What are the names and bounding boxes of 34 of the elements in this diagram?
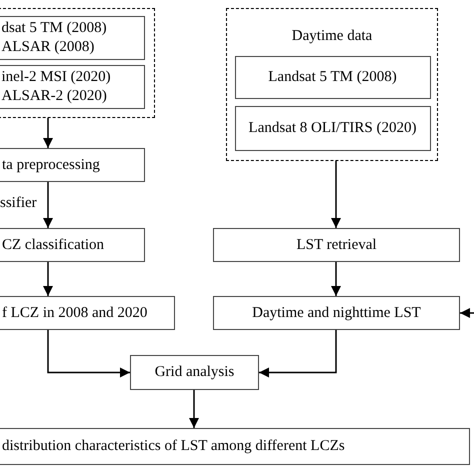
process-box	[234, 56, 430, 99]
box-label: Grid analysis	[154, 363, 236, 382]
process-box	[0, 16, 144, 60]
arrow	[47, 330, 130, 378]
box-label: inel-2 MSI (2020) ALSAR-2 (2020)	[0, 68, 112, 106]
arrow	[43, 262, 53, 296]
dashed-group-box	[226, 8, 438, 161]
box-label: ta preprocessing	[1, 156, 101, 174]
process-box	[213, 296, 460, 330]
box-label: Daytime and nighttime LST	[251, 304, 422, 322]
process-box	[0, 148, 145, 182]
box-label: Landsat 8 OLI/TIRS (2020)	[248, 119, 418, 138]
process-box	[130, 355, 259, 390]
box-label: LST retrieval	[295, 236, 378, 254]
process-box	[0, 296, 175, 330]
arrow	[189, 390, 199, 428]
arrow	[460, 308, 474, 318]
arrow	[331, 262, 341, 296]
arrow	[43, 182, 53, 228]
box-label: Landsat 5 TM (2008)	[267, 68, 398, 87]
process-box	[0, 228, 145, 262]
process-box	[0, 65, 144, 109]
box-label: dsat 5 TM (2008) ALSAR (2008)	[0, 19, 108, 57]
process-box	[213, 228, 460, 262]
arrow	[259, 330, 337, 378]
box-label: CZ classification	[1, 236, 106, 254]
process-box	[234, 106, 430, 151]
arrow	[331, 161, 341, 228]
dashed-group-box	[0, 8, 155, 118]
process-box	[0, 428, 470, 465]
arrow	[43, 118, 53, 148]
group-title: Daytime data	[292, 27, 372, 46]
box-label: f LCZ in 2008 and 2020	[1, 304, 148, 322]
box-label: distribution characteristics of LST among different LCZs	[1, 437, 346, 456]
